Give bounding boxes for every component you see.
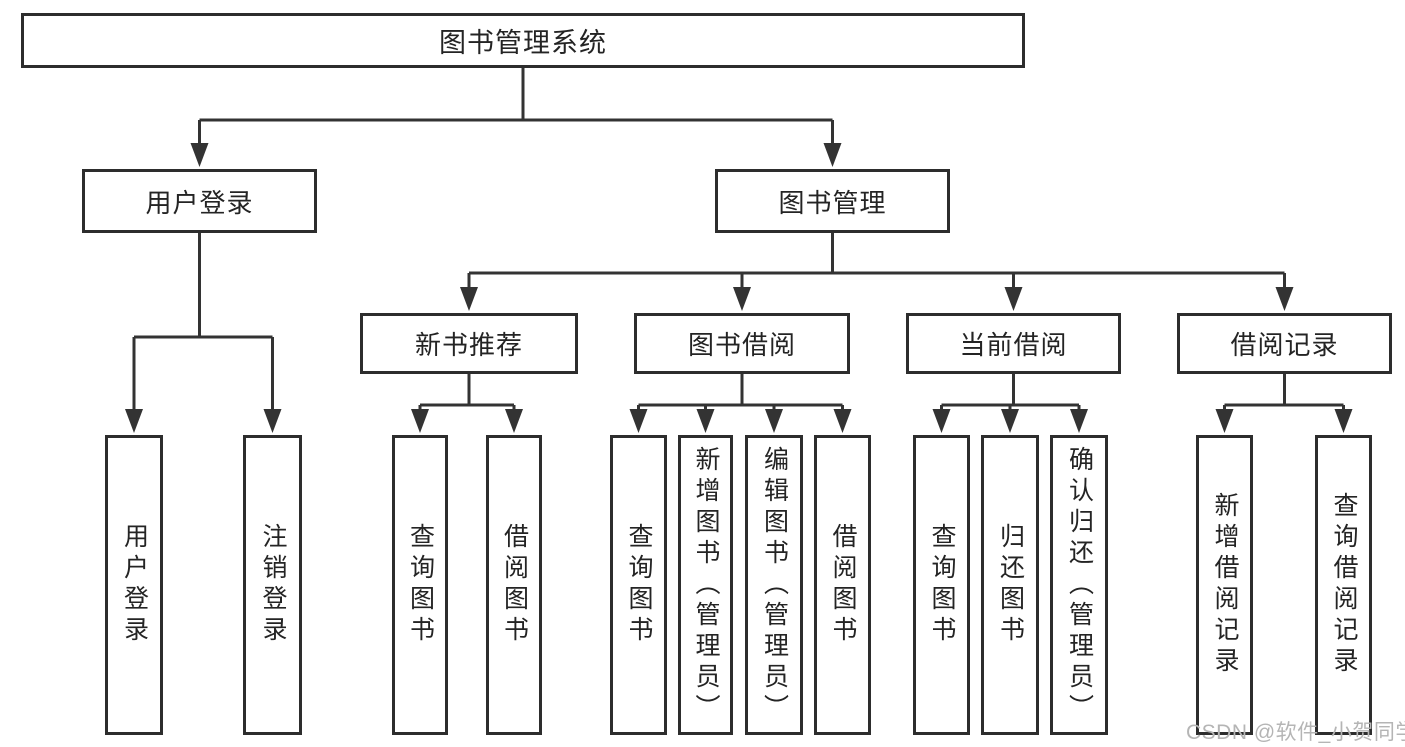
leaf-query-borrow-record: 查询借阅记录 bbox=[1315, 435, 1372, 735]
leaf-user-login: 用户登录 bbox=[105, 435, 163, 735]
leaf-recommend-query-book: 查询图书 bbox=[392, 435, 448, 735]
leaf-logout: 注销登录 bbox=[243, 435, 302, 735]
node-current-borrow: 当前借阅 bbox=[906, 313, 1121, 374]
leaf-confirm-return-admin: 确认归还（管理员） bbox=[1050, 435, 1108, 735]
leaf-borrow-query-book: 查询图书 bbox=[610, 435, 667, 735]
leaf-add-borrow-record: 新增借阅记录 bbox=[1196, 435, 1253, 735]
node-book-borrow: 图书借阅 bbox=[634, 313, 850, 374]
connector-paths bbox=[132, 68, 1345, 418]
leaf-current-query-book: 查询图书 bbox=[913, 435, 970, 735]
csdn-watermark: CSDN @软件_小贺同学 bbox=[1186, 721, 1405, 744]
leaf-borrow-book: 借阅图书 bbox=[814, 435, 871, 735]
node-library-management-system: 图书管理系统 bbox=[21, 13, 1025, 68]
leaf-recommend-borrow-book: 借阅图书 bbox=[486, 435, 542, 735]
node-user-login: 用户登录 bbox=[82, 169, 317, 233]
leaf-edit-book-admin: 编辑图书（管理员） bbox=[745, 435, 803, 735]
node-new-book-recommend: 新书推荐 bbox=[360, 313, 578, 374]
leaf-return-book: 归还图书 bbox=[981, 435, 1039, 735]
node-borrow-records: 借阅记录 bbox=[1177, 313, 1392, 374]
node-book-management: 图书管理 bbox=[715, 169, 950, 233]
leaf-add-book-admin: 新增图书（管理员） bbox=[678, 435, 733, 735]
